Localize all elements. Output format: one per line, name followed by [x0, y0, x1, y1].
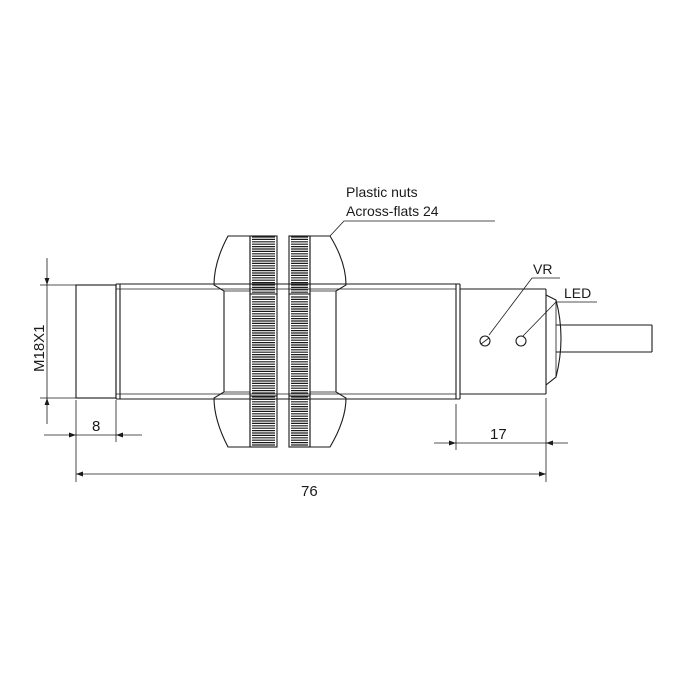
rear-length-label: 17 [490, 426, 507, 443]
knurl-left [252, 236, 275, 446]
led-indicator-icon [515, 335, 527, 347]
vr-leader [488, 277, 560, 336]
cable-gland [545, 294, 562, 386]
thread-dimension: M18X1 [31, 258, 108, 424]
rear-length-dimension: 17 [434, 398, 568, 482]
led-label: LED [564, 285, 591, 301]
nuts-label-line2: Across-flats 24 [346, 203, 439, 219]
front-cap [75, 284, 117, 399]
vr-adjuster-icon [479, 335, 491, 347]
sensor-housing [75, 283, 653, 400]
total-length-dimension: 76 [76, 471, 546, 500]
front-length-label: 8 [92, 418, 100, 435]
knurl-right [291, 236, 308, 446]
plastic-nuts [213, 235, 347, 448]
led-leader [522, 301, 597, 337]
right-nut [309, 235, 347, 448]
nuts-label-line1: Plastic nuts [346, 184, 418, 200]
thread-size-label: M18X1 [31, 324, 48, 372]
nuts-leader [329, 220, 495, 237]
front-length-dimension: 8 [44, 400, 142, 482]
vr-label: VR [533, 261, 552, 277]
left-nut [213, 235, 251, 448]
total-length-label: 76 [301, 483, 318, 500]
